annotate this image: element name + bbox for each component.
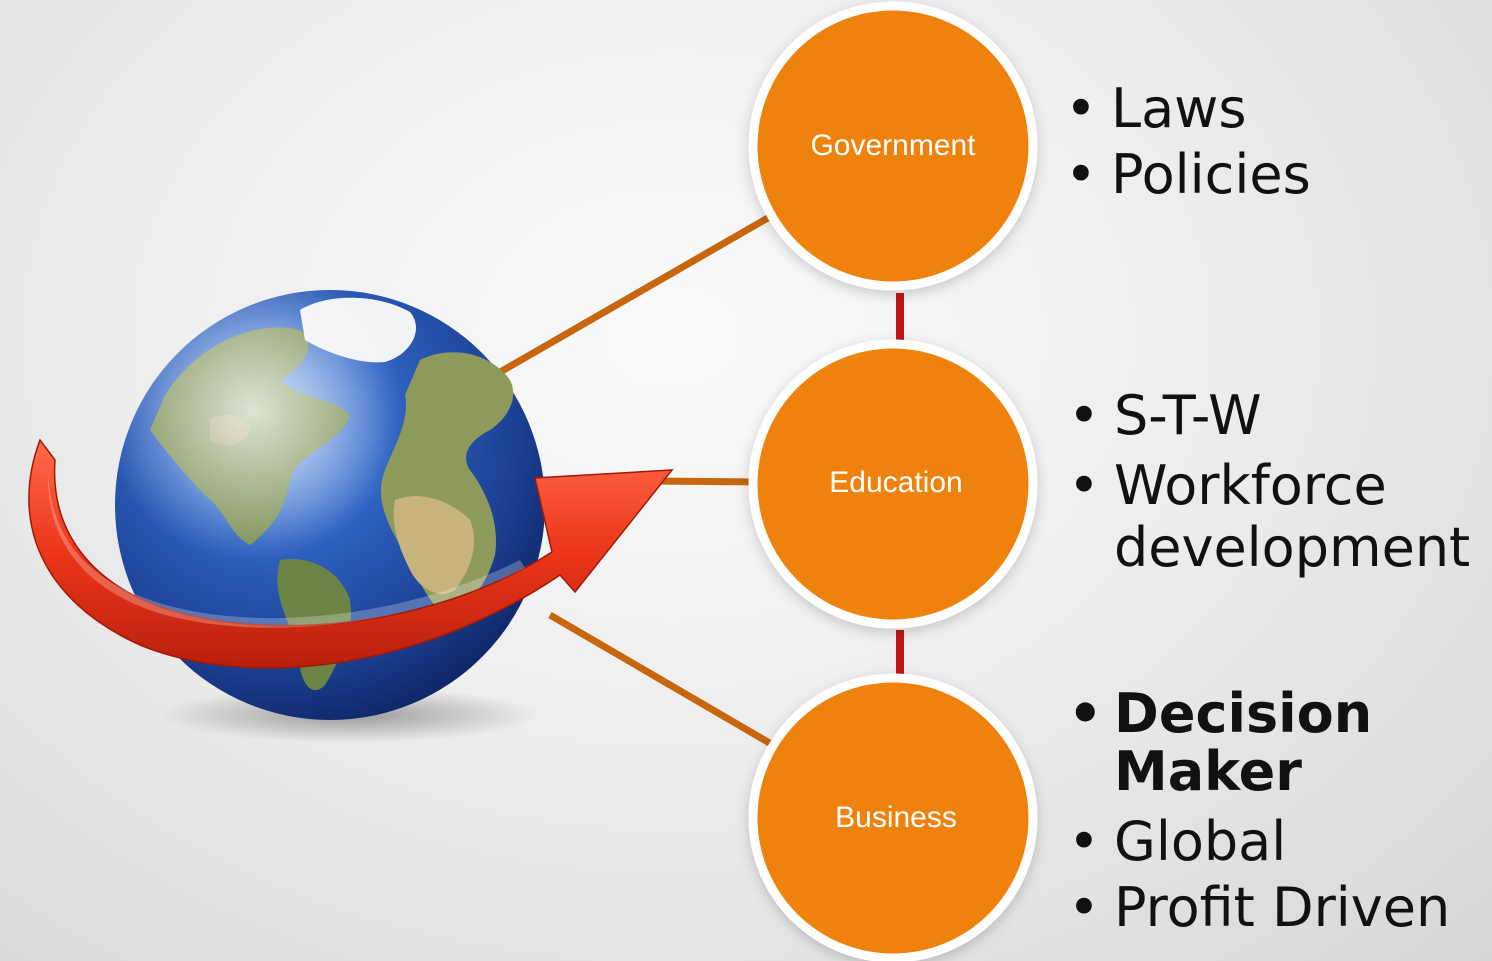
node-education-circle xyxy=(748,339,1038,629)
node-government-circle xyxy=(748,1,1038,291)
node-business-label: Business xyxy=(835,801,957,834)
node-education-label: Education xyxy=(829,466,963,499)
business-bullets: Decision Maker Global Profit Driven xyxy=(1068,685,1450,942)
education-bullet-workforce: Workforce development xyxy=(1068,455,1474,579)
education-bullets: S-T-W Workforce development xyxy=(1068,383,1474,579)
government-bullets: Laws Policies xyxy=(1065,76,1311,208)
business-bullet-decision-maker: Decision Maker xyxy=(1068,685,1444,801)
business-bullet-global: Global xyxy=(1068,809,1450,875)
curved-arrow-icon xyxy=(28,438,674,669)
connector-government xyxy=(493,211,775,379)
connector-business xyxy=(548,611,775,749)
business-bullet-profit-driven: Profit Driven xyxy=(1068,875,1450,941)
government-bullet-policies: Policies xyxy=(1065,142,1311,208)
node-business-circle xyxy=(748,673,1038,961)
government-bullet-laws: Laws xyxy=(1065,76,1311,142)
node-government-label: Government xyxy=(810,129,976,162)
globe-icon xyxy=(115,290,545,743)
education-bullet-stw: S-T-W xyxy=(1068,383,1474,449)
